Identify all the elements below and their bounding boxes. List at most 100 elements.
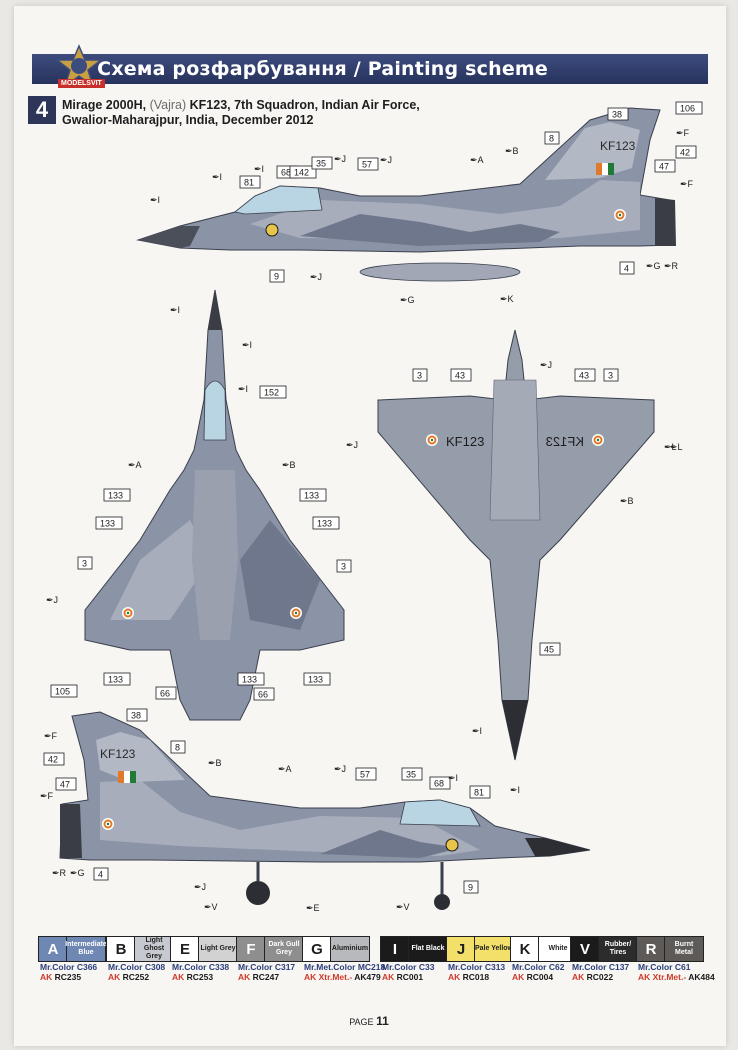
legend-mr-color: Mr.Color C61 [638, 962, 691, 972]
part-callout-number: 105 [55, 687, 70, 697]
colour-callout: ✒B [282, 460, 296, 470]
colour-callout: ✒A [128, 460, 142, 470]
part-callout-box [603, 368, 619, 382]
legend-ak-code: AK RC247 [238, 972, 280, 982]
part-callout-box [289, 165, 317, 179]
colour-callout: ✒I [254, 164, 264, 174]
serial-under-left: KF123 [446, 434, 484, 449]
legend-ak-code: AK RC235 [40, 972, 82, 982]
part-callout-box [253, 687, 275, 701]
part-callout-number: 66 [160, 689, 170, 699]
plan-view-top [84, 289, 345, 721]
part-callout-number: 38 [131, 711, 141, 721]
part-callout-box [237, 672, 265, 686]
part-callout-number: 42 [48, 755, 58, 765]
part-callout-number: 133 [108, 675, 123, 685]
part-callout-box [95, 516, 123, 530]
colour-callout: ✒J [380, 155, 392, 165]
part-callout-box [469, 785, 491, 799]
part-callout-box [50, 684, 78, 698]
legend-letter: K [510, 936, 540, 962]
colour-callout: ✒I [448, 773, 458, 783]
part-callout-number: 57 [360, 770, 370, 780]
part-callout-number: 35 [406, 770, 416, 780]
legend-ak-code: AK RC022 [572, 972, 614, 982]
header-banner: Схема розфарбування / Painting scheme [32, 54, 708, 84]
part-callout-number: 68 [281, 168, 291, 178]
part-callout-box [103, 488, 131, 502]
legend-mr-color: Mr.Color C33 [382, 962, 435, 972]
colour-callout: ✒I [212, 172, 222, 182]
legend-mr-color: Mr.Color C317 [238, 962, 296, 972]
colour-callout: ✒A [470, 155, 484, 165]
part-callout-number: 9 [274, 272, 279, 282]
part-callout-number: 8 [175, 743, 180, 753]
part-callout-box [259, 385, 287, 399]
part-callout-box [311, 156, 333, 170]
part-callout-number: 9 [468, 883, 473, 893]
legend-colour-name: Light Grey [198, 936, 238, 962]
part-callout-box [43, 752, 65, 766]
legend-ak-code: AK RC253 [172, 972, 214, 982]
colour-callout: ✒F [676, 128, 690, 138]
part-callout-box [355, 767, 377, 781]
legend-colour-name: Flat Black [408, 936, 448, 962]
part-callout-box [675, 145, 697, 159]
colour-callout: ✒I [472, 726, 482, 736]
legend-mr-color: Mr.Color C366 [40, 962, 98, 972]
part-callout-number: 152 [264, 388, 279, 398]
serial-top-profile: KF123 [600, 139, 636, 153]
colour-callout: ✒V [396, 902, 410, 912]
colour-callout: ✒L [670, 442, 683, 452]
part-callout-number: 68 [434, 779, 444, 789]
part-callout-number: 43 [455, 371, 465, 381]
colour-callout: ✒F [40, 791, 54, 801]
part-callout-box [450, 368, 472, 382]
colour-callout: ✒I [510, 785, 520, 795]
part-callout-number: 45 [544, 645, 554, 655]
caption-unit: KF123, 7th Squadron, Indian Air Force, [189, 98, 420, 112]
colour-callout: ✒J [194, 882, 206, 892]
part-callout-number: 3 [82, 559, 87, 569]
scheme-number: 4 [28, 96, 56, 124]
part-callout-box [401, 767, 423, 781]
part-callout-number: 81 [244, 178, 254, 188]
colour-callout: ✒E [306, 903, 320, 913]
part-callout-box [312, 516, 340, 530]
part-callout-box [303, 672, 331, 686]
part-callout-box [574, 368, 596, 382]
part-callout-box [269, 269, 285, 283]
legend-colour-name: Dark Gull Grey [264, 936, 304, 962]
legend-colour-name: Intermediate Blue [65, 936, 107, 962]
part-callout-box [675, 101, 703, 115]
colour-callout: ✒G [70, 868, 85, 878]
legend-ak-code: AK Xtr.Met.- AK479 [304, 972, 381, 982]
part-callout-box [607, 107, 629, 121]
caption-name: (Vajra) [149, 98, 187, 112]
part-callout-number: 47 [60, 780, 70, 790]
legend-letter: E [170, 936, 200, 962]
plan-view-bottom: KF123 KF123 [377, 329, 655, 761]
colour-callout: ✒I [238, 384, 248, 394]
colour-callout: ✒K [500, 294, 514, 304]
serial-bottom-profile: KF123 [100, 747, 136, 761]
page-label: PAGE [349, 1017, 374, 1027]
part-callout-number: 66 [258, 690, 268, 700]
part-callout-box [103, 672, 131, 686]
part-callout-box [299, 488, 327, 502]
part-callout-box [55, 777, 77, 791]
legend-mr-color: Mr.Color C308 [108, 962, 166, 972]
part-callout-number: 8 [549, 134, 554, 144]
colour-callout: ✒J [334, 154, 346, 164]
part-callout-box [126, 708, 148, 722]
part-callout-number: 133 [308, 675, 323, 685]
legend-letter: F [236, 936, 266, 962]
part-callout-box [77, 556, 93, 570]
part-callout-number: 57 [362, 160, 372, 170]
part-callout-box [654, 159, 676, 173]
